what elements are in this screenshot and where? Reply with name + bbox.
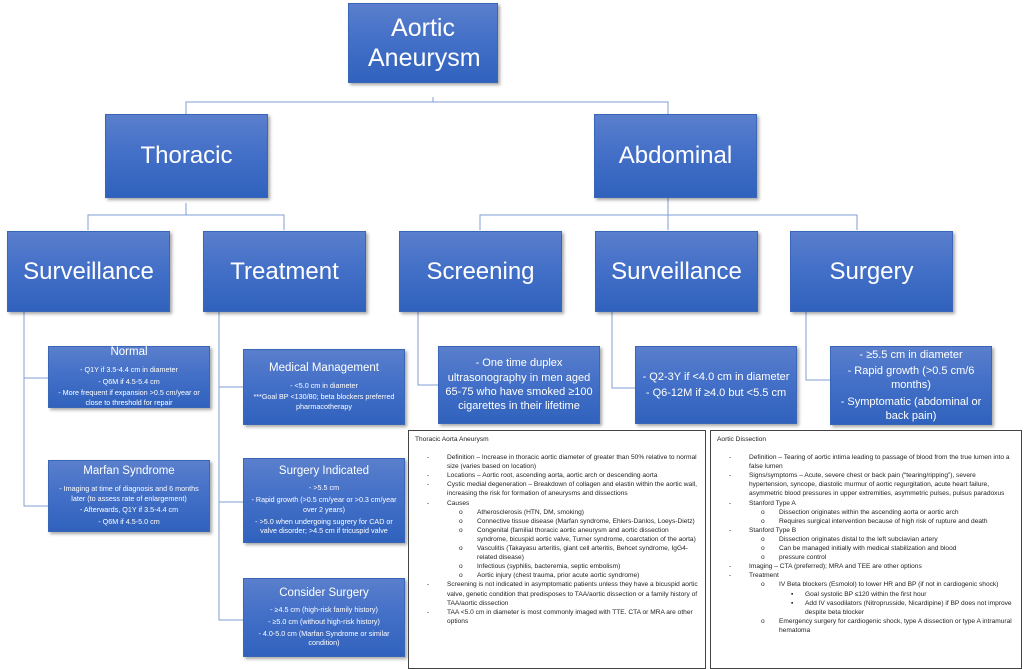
note-item: Locations – Aortic root, ascending aorta… (415, 471, 699, 480)
note-item: Add IV vasodilators (Nitroprusside, Nica… (717, 599, 1015, 617)
treatment-node: Treatment (203, 231, 366, 312)
medical-management-title: Medical Management (269, 362, 379, 375)
note-item: Atherosclerosis (HTN, DM, smoking) (415, 508, 699, 517)
medical-management-line: - <5.0 cm in diameter (290, 380, 358, 390)
note-item: Signs/symptoms – Acute, severe chest or … (717, 471, 1015, 498)
surgery-indicated-title: Surgery Indicated (278, 464, 370, 477)
surgery-node: Surgery (790, 231, 953, 312)
connector-surgery (805, 312, 830, 381)
connector-ab-surveillance (611, 312, 635, 389)
note-item: Stanford Type A (717, 499, 1015, 508)
abdominal-label: Abdominal (618, 142, 733, 170)
note-item: pressure control (717, 553, 1015, 562)
taa-notes-title: Thoracic Aorta Aneurysm (415, 436, 489, 443)
note-item: Requires surgical intervention because o… (717, 517, 1015, 526)
note-item: Dissection originates distal to the left… (717, 535, 1015, 544)
screening-label: Screening (426, 257, 535, 285)
consider-surgery-node: Consider Surgery - ≥4.5 cm (high-risk fa… (243, 578, 405, 657)
abdominal-surveillance-line: - Q6-12M if ≥4.0 but <5.5 cm (645, 387, 787, 399)
treatment-label: Treatment (230, 257, 339, 285)
consider-surgery-line: - ≥5.0 cm (without high-risk history) (268, 617, 380, 627)
note-item: TAA <5.0 cm in diameter is most commonly… (415, 608, 699, 626)
taa-notes-box: Thoracic Aorta Aneurysm Definition – Inc… (408, 430, 706, 669)
screening-detail-node: - One time duplex ultrasonography in men… (438, 346, 600, 424)
connector-abdominal (479, 198, 858, 230)
surgery-label: Surgery (829, 257, 914, 285)
root-node: Aortic Aneurysm (348, 3, 498, 83)
note-item: Congenital (familial thoracic aortic ane… (415, 526, 699, 544)
note-item: Definition – Increase in thoracic aortic… (415, 453, 699, 471)
thoracic-node: Thoracic (105, 114, 268, 198)
consider-surgery-title: Consider Surgery (279, 586, 369, 599)
note-item: Vasculitis (Takayasu arteritis, giant ce… (415, 544, 699, 562)
note-item: Stanford Type B (717, 526, 1015, 535)
consider-surgery-line: - 4.0-5.0 cm (Marfan Syndrome or similar… (258, 628, 390, 648)
thoracic-surveillance-label: Surveillance (23, 257, 154, 285)
abdominal-surveillance-label: Surveillance (611, 257, 742, 285)
note-item: Causes (415, 499, 699, 508)
abdominal-surveillance-node: Surveillance (595, 231, 758, 312)
note-item: Definition – Tearing of aortic intima le… (717, 453, 1015, 471)
abdominal-node: Abdominal (594, 114, 757, 198)
marfan-line: - Afterwards, Q1Y if 3.5-4.4 cm (79, 505, 179, 515)
dissection-notes-list: Definition – Tearing of aortic intima le… (717, 453, 1015, 635)
note-item: Emergency surgery for cardiogenic shock,… (717, 617, 1015, 635)
surgery-line: - Symptomatic (abdominal or back pain) (840, 395, 982, 422)
note-item: IV Beta blockers (Esmolol) to lower HR a… (717, 580, 1015, 589)
taa-notes-list: Definition – Increase in thoracic aortic… (415, 453, 699, 626)
note-item: Imaging – CTA (preferred); MRA and TEE a… (717, 562, 1015, 571)
marfan-node: Marfan Syndrome - Imaging at time of dia… (48, 460, 210, 532)
medical-management-node: Medical Management - <5.0 cm in diameter… (243, 349, 405, 425)
connector-th-surveillance (23, 312, 48, 507)
normal-line: - Q6M if 4.5-5.4 cm (98, 376, 160, 386)
thoracic-surveillance-node: Surveillance (7, 231, 170, 312)
note-item: Treatment (717, 571, 1015, 580)
screening-line: - One time duplex ultrasonography in men… (445, 357, 593, 413)
note-item: Infectious (syphilis, bacteremia, septic… (415, 562, 699, 571)
abdominal-surveillance-detail-node: - Q2-3Y if <4.0 cm in diameter - Q6-12M … (635, 346, 797, 424)
marfan-line: - Imaging at time of diagnosis and 6 mon… (59, 483, 199, 503)
note-item: Cystic medial degeneration – Breakdown o… (415, 480, 699, 498)
thoracic-label: Thoracic (140, 142, 233, 170)
dissection-notes-title: Aortic Dissection (717, 436, 767, 443)
note-item: Connective tissue disease (Marfan syndro… (415, 517, 699, 526)
note-item: Dissection originates within the ascendi… (717, 508, 1015, 517)
marfan-line: - Q6M if 4.5-5.0 cm (98, 516, 160, 526)
normal-line: - More frequent if expansion >0.5 cm/yea… (58, 388, 200, 407)
normal-node: Normal - Q1Y if 3.5-4.4 cm in diameter -… (48, 346, 210, 408)
normal-title: Normal (110, 346, 148, 359)
connector-screening (417, 312, 438, 386)
abdominal-surveillance-line: - Q2-3Y if <4.0 cm in diameter (642, 370, 790, 383)
surgery-line: - Rapid growth (>0.5 cm/6 months) (847, 365, 975, 392)
surgery-line: - ≥5.5 cm in diameter (859, 348, 963, 361)
marfan-title: Marfan Syndrome (83, 465, 175, 478)
note-item: Can be managed initially with medical st… (717, 544, 1015, 553)
note-item: Goal systolic BP ≤120 within the first h… (717, 590, 1015, 599)
normal-line: - Q1Y if 3.5-4.4 cm in diameter (80, 364, 178, 374)
medical-management-line: ***Goal BP <130/80; beta blockers prefer… (253, 392, 395, 412)
connector-thoracic (87, 203, 285, 230)
surgery-indicated-line: - Rapid growth (>0.5 cm/year or >0.3 cm/… (251, 495, 397, 514)
connector-treatment (218, 312, 243, 621)
root-title: Aortic Aneurysm (368, 14, 481, 72)
surgery-indicated-node: Surgery Indicated - >5.5 cm - Rapid grow… (243, 458, 405, 543)
surgery-indicated-line: - >5.5 cm (308, 483, 340, 493)
dissection-notes-box: Aortic Dissection Definition – Tearing o… (710, 430, 1022, 669)
note-item: Aortic injury (chest trauma, prior acute… (415, 571, 699, 580)
screening-node: Screening (399, 231, 562, 312)
note-item: Screening is not indicated in asymptomat… (415, 580, 699, 607)
surgery-detail-node: - ≥5.5 cm in diameter - Rapid growth (>0… (830, 346, 992, 425)
surgery-indicated-line: - >5.0 when undergoing sugrery for CAD o… (255, 516, 393, 536)
consider-surgery-line: - ≥4.5 cm (high-risk family history) (270, 605, 378, 615)
connector-root (185, 97, 669, 114)
